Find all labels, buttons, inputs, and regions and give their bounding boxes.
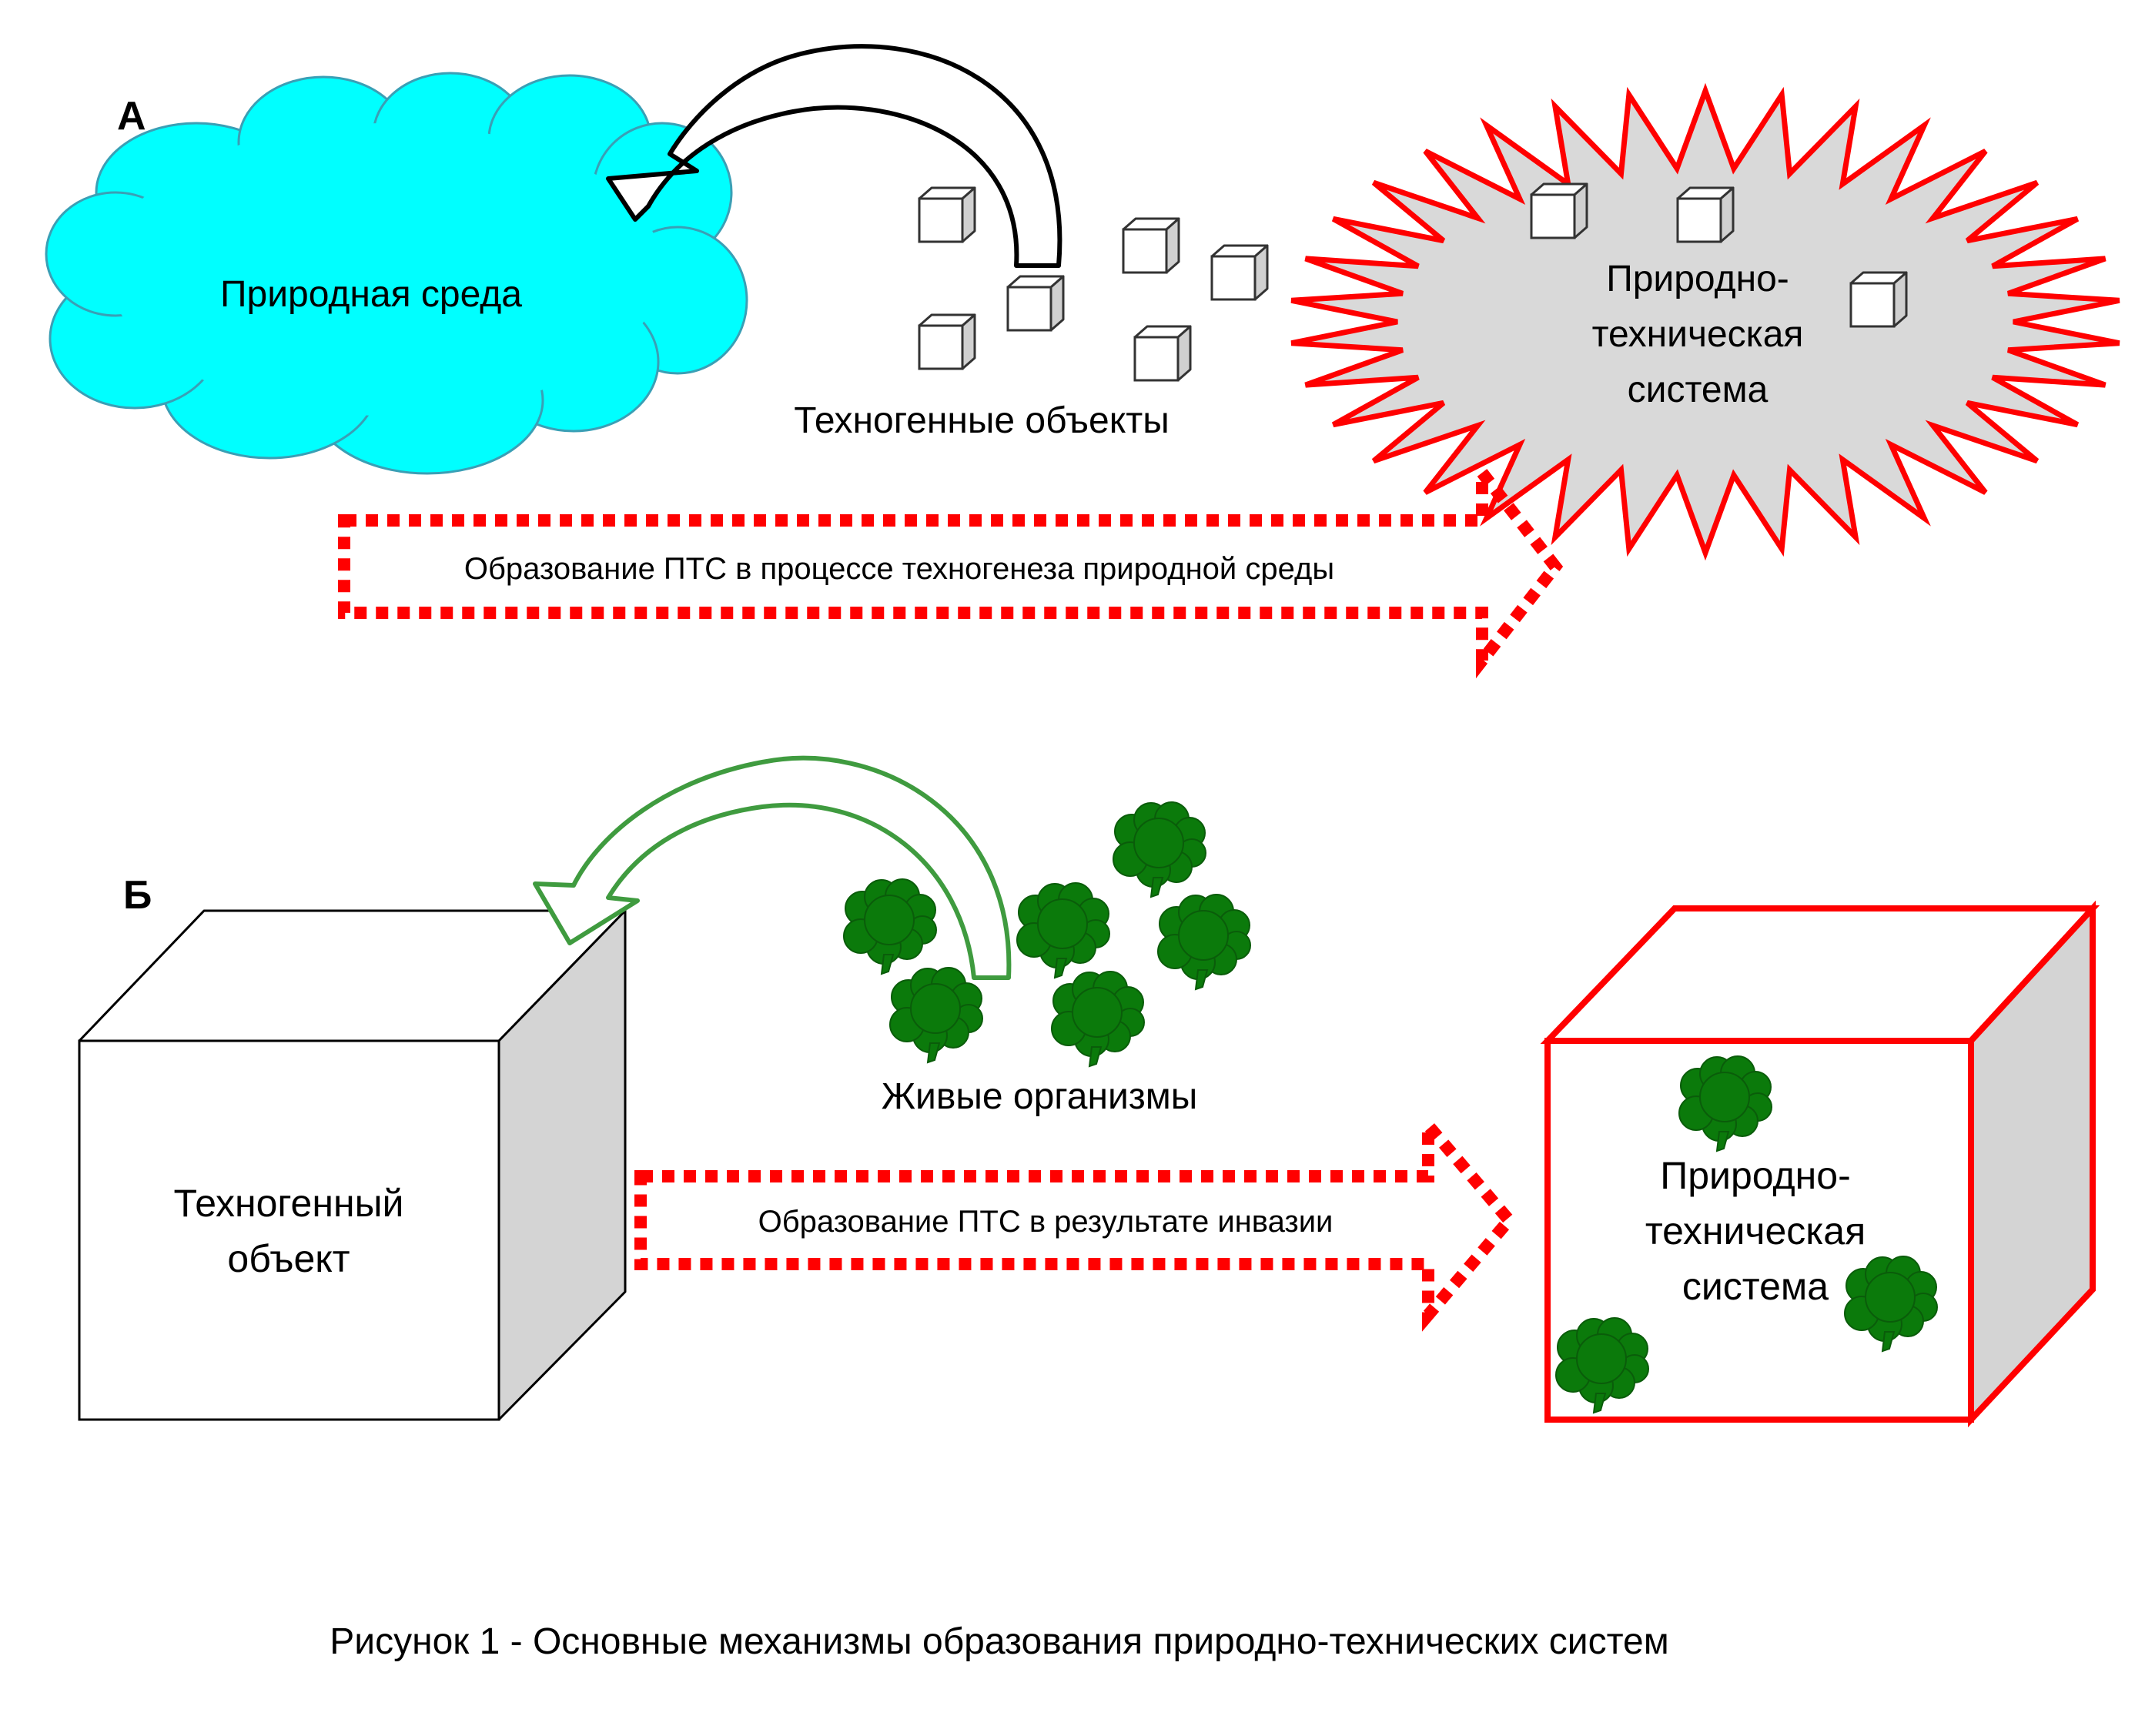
technogenic-cube xyxy=(1133,325,1192,382)
pts-a-label-line3: система xyxy=(1628,370,1769,410)
figure-caption: Рисунок 1 - Основные механизмы образован… xyxy=(330,1621,1669,1662)
technogenic-cube xyxy=(1210,244,1269,301)
pts-a-label-line2: техническая xyxy=(1592,314,1804,355)
technogenic-objects-group xyxy=(918,186,1269,382)
technogenic-cube xyxy=(918,313,976,370)
pts-b-label-line3: система xyxy=(1682,1265,1829,1308)
pts-b-label-line1: Природно- xyxy=(1660,1154,1850,1197)
pts-formation-arrow-a xyxy=(338,454,1564,679)
pts-b-label-line2: техническая xyxy=(1645,1209,1866,1253)
living-organism xyxy=(1113,801,1206,898)
technogenic-object-label-line1: Техногенный xyxy=(174,1182,404,1225)
technogenic-cube xyxy=(1849,271,1908,328)
living-organism xyxy=(1016,882,1110,978)
living-organism xyxy=(843,878,937,975)
technogenic-cube xyxy=(1530,182,1588,239)
technogenic-object-label-line2: объект xyxy=(227,1237,350,1280)
technogenic-cube xyxy=(918,186,976,243)
pts-a-label-line1: Природно- xyxy=(1606,259,1789,299)
section-a-letter: А xyxy=(117,94,146,139)
pts-formation-arrow-b-label: Образование ПТС в результате инвазии xyxy=(758,1205,1334,1239)
pts-formation-arrow-b xyxy=(634,1109,1518,1332)
technogenesis-curved-arrow xyxy=(606,44,1062,268)
technogenic-cube xyxy=(1122,217,1180,274)
natural-environment-label: Природная среда xyxy=(220,274,522,315)
pts-formation-arrow-a-label: Образование ПТС в процессе техногенеза п… xyxy=(464,552,1334,586)
technogenic-objects-label: Техногенные объекты xyxy=(794,400,1169,441)
living-organisms-label: Живые организмы xyxy=(882,1076,1198,1117)
technogenic-cube xyxy=(1676,186,1735,243)
natural-environment-cloud xyxy=(45,72,748,475)
technogenic-cube xyxy=(1006,275,1065,332)
invasion-curved-arrow xyxy=(533,755,1012,980)
pts-starburst xyxy=(1290,82,2120,561)
living-organism xyxy=(1051,971,1145,1067)
section-b-letter: Б xyxy=(123,873,152,918)
living-organism xyxy=(1157,894,1251,990)
technogenic-object-cube xyxy=(78,909,627,1421)
living-organism xyxy=(889,967,983,1063)
